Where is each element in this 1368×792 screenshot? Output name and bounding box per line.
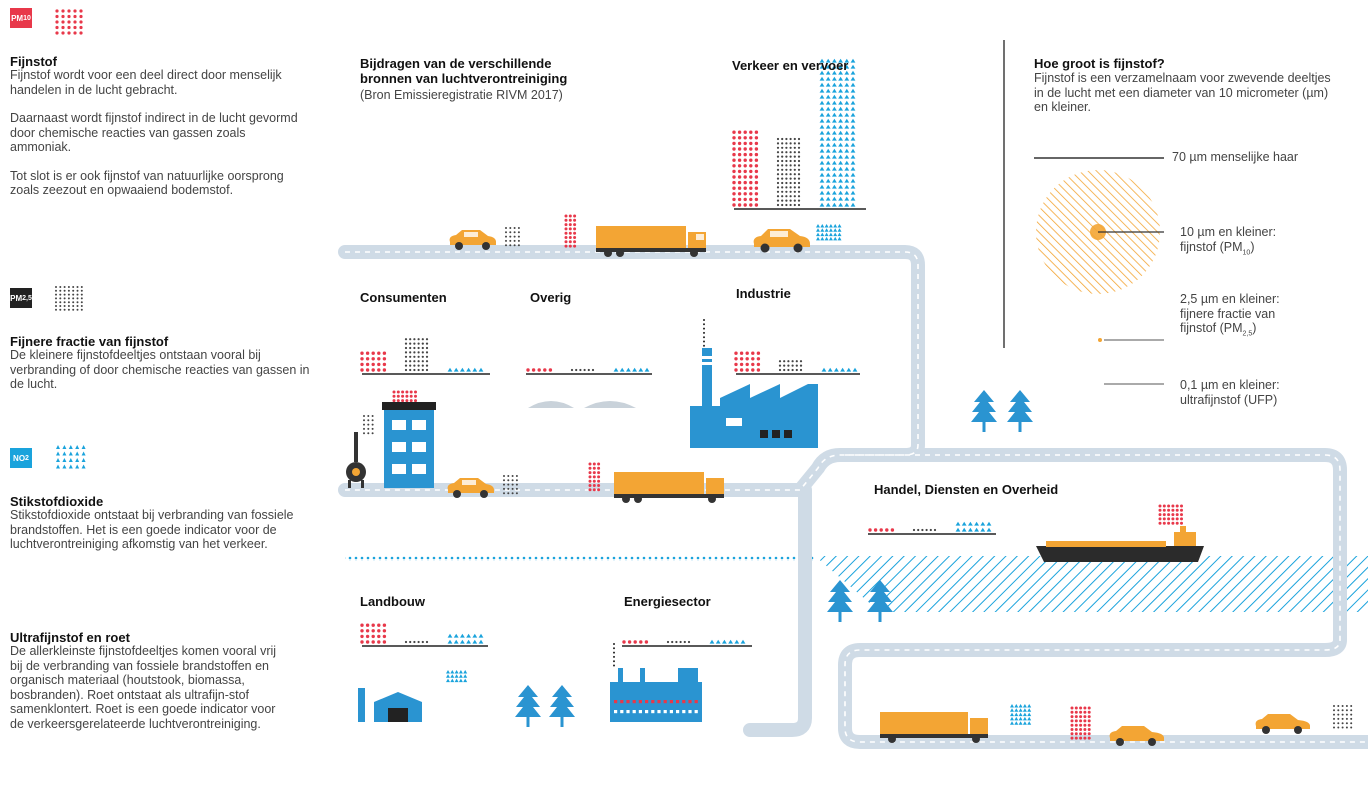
truck-verkeer — [596, 226, 706, 257]
size-intro: Fijnstof is een verzamelnaam voor zweven… — [1034, 71, 1331, 114]
chart-col-industrie-pm25 — [778, 360, 803, 372]
legend-text-pm10: Fijnstof wordt voor een deel direct door… — [10, 68, 310, 198]
legend-pm10-p2: Daarnaast wordt fijnstof indirect in de … — [10, 111, 298, 154]
size-pm25-line1: 2,5 µm en kleiner: — [1180, 292, 1280, 306]
ship — [1036, 526, 1204, 562]
sector-title-handel: Handel, Diensten en Overheid — [874, 482, 1059, 497]
tree — [971, 390, 997, 432]
size-pm25-line2: fijnere fractie van — [1180, 306, 1276, 321]
chart-col-energie-pm10 — [622, 640, 649, 644]
tree — [827, 580, 853, 622]
chart-col-verkeer-pm25 — [776, 137, 801, 207]
chart-col-landbouw-pm10 — [360, 623, 387, 644]
size-pm25-sub: 2,5 — [1242, 330, 1253, 338]
pm10-dot-pattern — [55, 9, 83, 35]
chart-col-consumenten-no2 — [447, 367, 484, 372]
size-pm25-line3: fijnstof (PM — [1180, 321, 1243, 335]
chart-verkeer — [732, 58, 866, 210]
chart-col-verkeer-no2 — [819, 58, 856, 207]
chart-industrie — [734, 351, 860, 375]
chart-col-industrie-no2 — [821, 367, 858, 372]
chart-col-handel-no2 — [955, 521, 992, 532]
sector-title-landbouw: Landbouw — [360, 594, 425, 609]
wood-stove — [346, 432, 366, 488]
size-pm10-line2: fijnstof (PM — [1180, 239, 1243, 254]
overig-sand-1 — [528, 401, 574, 408]
chart-handel — [868, 521, 996, 535]
legend-text-no2: Stikstofdioxide ontstaat bij verbranding… — [10, 508, 294, 551]
no2-triangle-pattern — [56, 445, 86, 469]
chart-col-overig-no2 — [613, 367, 650, 372]
trees — [515, 390, 1033, 727]
road-markings — [345, 251, 1368, 743]
car-verkeer-2 — [753, 229, 810, 253]
chart-col-landbouw-no2 — [447, 633, 484, 644]
chart-col-handel-pm10 — [868, 528, 895, 532]
size-pm10-line1: 10 µm en kleiner: — [1180, 225, 1277, 239]
pm25-dot-pattern — [55, 286, 83, 311]
emission-plumes — [363, 214, 1353, 740]
barn — [358, 688, 422, 722]
car-consument — [447, 478, 494, 498]
tree — [549, 685, 575, 727]
size-hair-label: 70 µm menselijke haar — [1172, 150, 1299, 164]
chart-overig — [526, 367, 652, 375]
size-pm10-label: 10 µm en kleiner: fijnstof (PM10) — [1180, 225, 1277, 256]
legend-title-pm25: Fijnere fractie van fijnstof — [10, 334, 169, 349]
size-ufp-label: 0,1 µm en kleiner: ultrafijnstof (UFP) — [1180, 378, 1280, 407]
tree — [515, 685, 541, 727]
chart-col-overig-pm25 — [570, 368, 595, 372]
tree — [1007, 390, 1033, 432]
sector-title-overig: Overig — [530, 290, 572, 305]
main-source: (Bron Emissieregistratie RIVM 2017) — [360, 88, 563, 102]
size-ufp-line2: ultrafijnstof (UFP) — [1180, 392, 1278, 407]
car-bottom-2 — [1255, 714, 1310, 734]
legend-text-ufp: De allerkleinste fijnstofdeeltjes komen … — [10, 644, 277, 731]
legend-title-pm10: Fijnstof — [10, 54, 57, 69]
pm25-dot — [1098, 338, 1102, 342]
size-diagram — [1034, 157, 1164, 385]
sector-title-energie: Energiesector — [624, 594, 711, 609]
chart-consumenten — [360, 338, 490, 375]
sector-title-verkeer: Verkeer en vervoer — [732, 58, 849, 73]
size-pm25-label: 2,5 µm en kleiner: fijnere fractie van f… — [1180, 292, 1280, 338]
chart-col-energie-pm25 — [666, 640, 691, 644]
truck-bottom — [880, 712, 988, 743]
house — [382, 402, 436, 488]
main-title: Bijdragen van de verschillende bronnen v… — [360, 56, 568, 86]
chart-col-handel-pm25 — [912, 528, 937, 532]
car-bottom-1 — [1109, 726, 1164, 746]
truck-overig — [614, 472, 724, 503]
chart-col-verkeer-pm10 — [732, 130, 759, 207]
overig-sand-2 — [584, 401, 636, 408]
legend-title-ufp: Ultrafijnstof en roet — [10, 630, 130, 645]
chart-col-consumenten-pm10 — [360, 351, 387, 372]
chart-col-industrie-pm10 — [734, 351, 761, 372]
tree — [867, 580, 893, 622]
size-ufp-line1: 0,1 µm en kleiner: — [1180, 378, 1280, 392]
water-dotted-line — [345, 556, 815, 561]
legend-title-no2: Stikstofdioxide — [10, 494, 104, 509]
legend-pm10-p1: Fijnstof wordt voor een deel direct door… — [10, 68, 282, 97]
power-plant — [610, 668, 702, 722]
legend-pm10-p3: Tot slot is er ook fijnstof van natuurli… — [10, 168, 284, 198]
sector-title-industrie: Industrie — [736, 286, 791, 301]
chart-col-landbouw-pm25 — [404, 640, 429, 644]
water-hatch — [815, 556, 1368, 612]
sector-title-consumenten: Consumenten — [360, 290, 447, 305]
legend-text-pm25: De kleinere fijnstofdeeltjes ontstaan vo… — [10, 348, 310, 391]
chart-col-overig-pm10 — [526, 368, 553, 372]
chart-landbouw — [360, 623, 488, 647]
size-title: Hoe groot is fijnstof? — [1034, 56, 1165, 71]
factory — [690, 348, 818, 448]
car-verkeer-1 — [449, 230, 496, 250]
chart-energie — [622, 639, 752, 647]
chart-col-consumenten-pm25 — [404, 338, 429, 372]
size-pm10-sub: 10 — [1242, 249, 1251, 256]
chart-col-energie-no2 — [709, 639, 746, 644]
